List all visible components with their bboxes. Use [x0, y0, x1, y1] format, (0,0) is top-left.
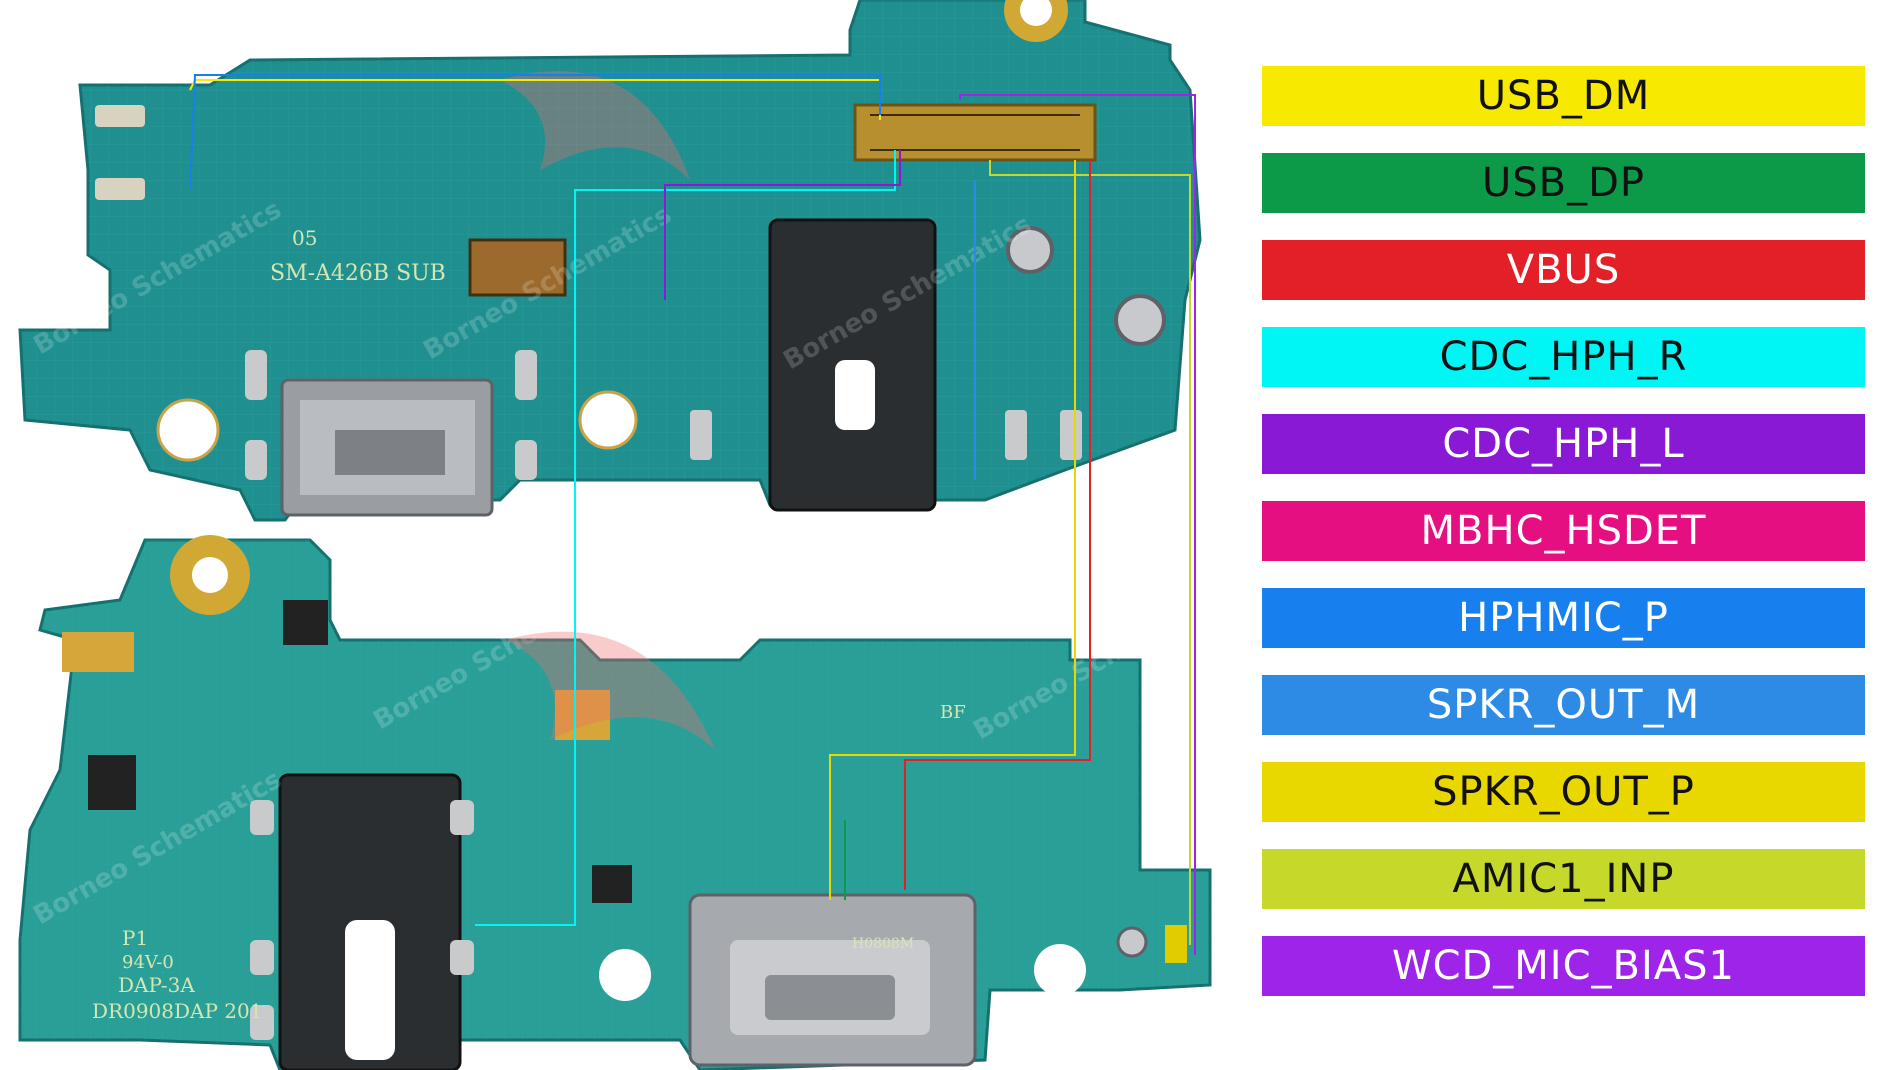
trace-cdc-hph-r	[574, 150, 896, 200]
silkscreen-usb-code: H0808M	[852, 936, 914, 952]
trace-cdc-hph-r	[475, 200, 576, 926]
pcb-board-view: 05 SM-A426B SUB P1 94V-0 DAP-3A DR0	[18, 0, 1212, 1070]
silkscreen-p1: P1	[122, 926, 148, 950]
legend-item-cdc-hph-l: CDC_HPH_L	[1262, 414, 1865, 474]
net-traces	[189, 74, 1196, 955]
btb-connector	[853, 103, 1097, 162]
net-legend: USB_DM USB_DP VBUS CDC_HPH_R CDC_HPH_L MBHC_H…	[1262, 66, 1865, 1023]
trace-cdc-hph-l	[664, 150, 901, 300]
mounting-hole	[578, 390, 638, 450]
silkscreen-model: SM-A426B SUB	[270, 261, 446, 286]
ic-chip	[283, 600, 328, 645]
rf-connector	[1114, 294, 1166, 346]
silkscreen-dap: DAP-3A	[118, 973, 195, 997]
legend-item-spkr-out-m: SPKR_OUT_M	[1262, 675, 1865, 735]
rf-connector	[1006, 226, 1054, 274]
trace-hphmic	[189, 74, 881, 191]
legend-item-amic1-inp: AMIC1_INP	[1262, 849, 1865, 909]
lower-board: P1 94V-0 DAP-3A DR0908DAP 201 BF H0808M	[18, 535, 1212, 1070]
legend-item-cdc-hph-r: CDC_HPH_R	[1262, 327, 1865, 387]
mounting-hole	[1034, 944, 1086, 996]
watermark-logo	[500, 71, 690, 180]
legend-item-hphmic-p: HPHMIC_P	[1262, 588, 1865, 648]
legend-item-vbus: VBUS	[1262, 240, 1865, 300]
silkscreen-94v0: 94V-0	[122, 952, 174, 973]
mounting-hole	[156, 398, 220, 462]
mounting-hole	[599, 949, 651, 1001]
upper-board: 05 SM-A426B SUB	[18, 0, 1202, 522]
legend-item-usb-dp: USB_DP	[1262, 153, 1865, 213]
trace-vbus	[904, 160, 1091, 890]
trace-spkr	[829, 160, 1076, 900]
trace-wcd-mic-bias	[959, 94, 1196, 955]
silkscreen-rev: 05	[292, 226, 317, 250]
watermark-logo	[505, 631, 715, 750]
ic-chip	[88, 755, 136, 810]
mounting-hole	[1020, 0, 1052, 26]
silkscreen-date: DR0908DAP 201	[92, 999, 262, 1023]
flex-connector	[468, 238, 567, 297]
gold-pad	[62, 632, 134, 672]
legend-item-wcd-mic-bias1: WCD_MIC_BIAS1	[1262, 936, 1865, 996]
legend-item-usb-dm: USB_DM	[1262, 66, 1865, 126]
ic-chip	[592, 865, 632, 903]
mounting-hole	[192, 557, 228, 593]
legend-item-spkr-out-p: SPKR_OUT_P	[1262, 762, 1865, 822]
gold-pad	[555, 690, 610, 740]
silkscreen-bf: BF	[940, 702, 966, 723]
legend-item-mbhc-hsdet: MBHC_HSDET	[1262, 501, 1865, 561]
